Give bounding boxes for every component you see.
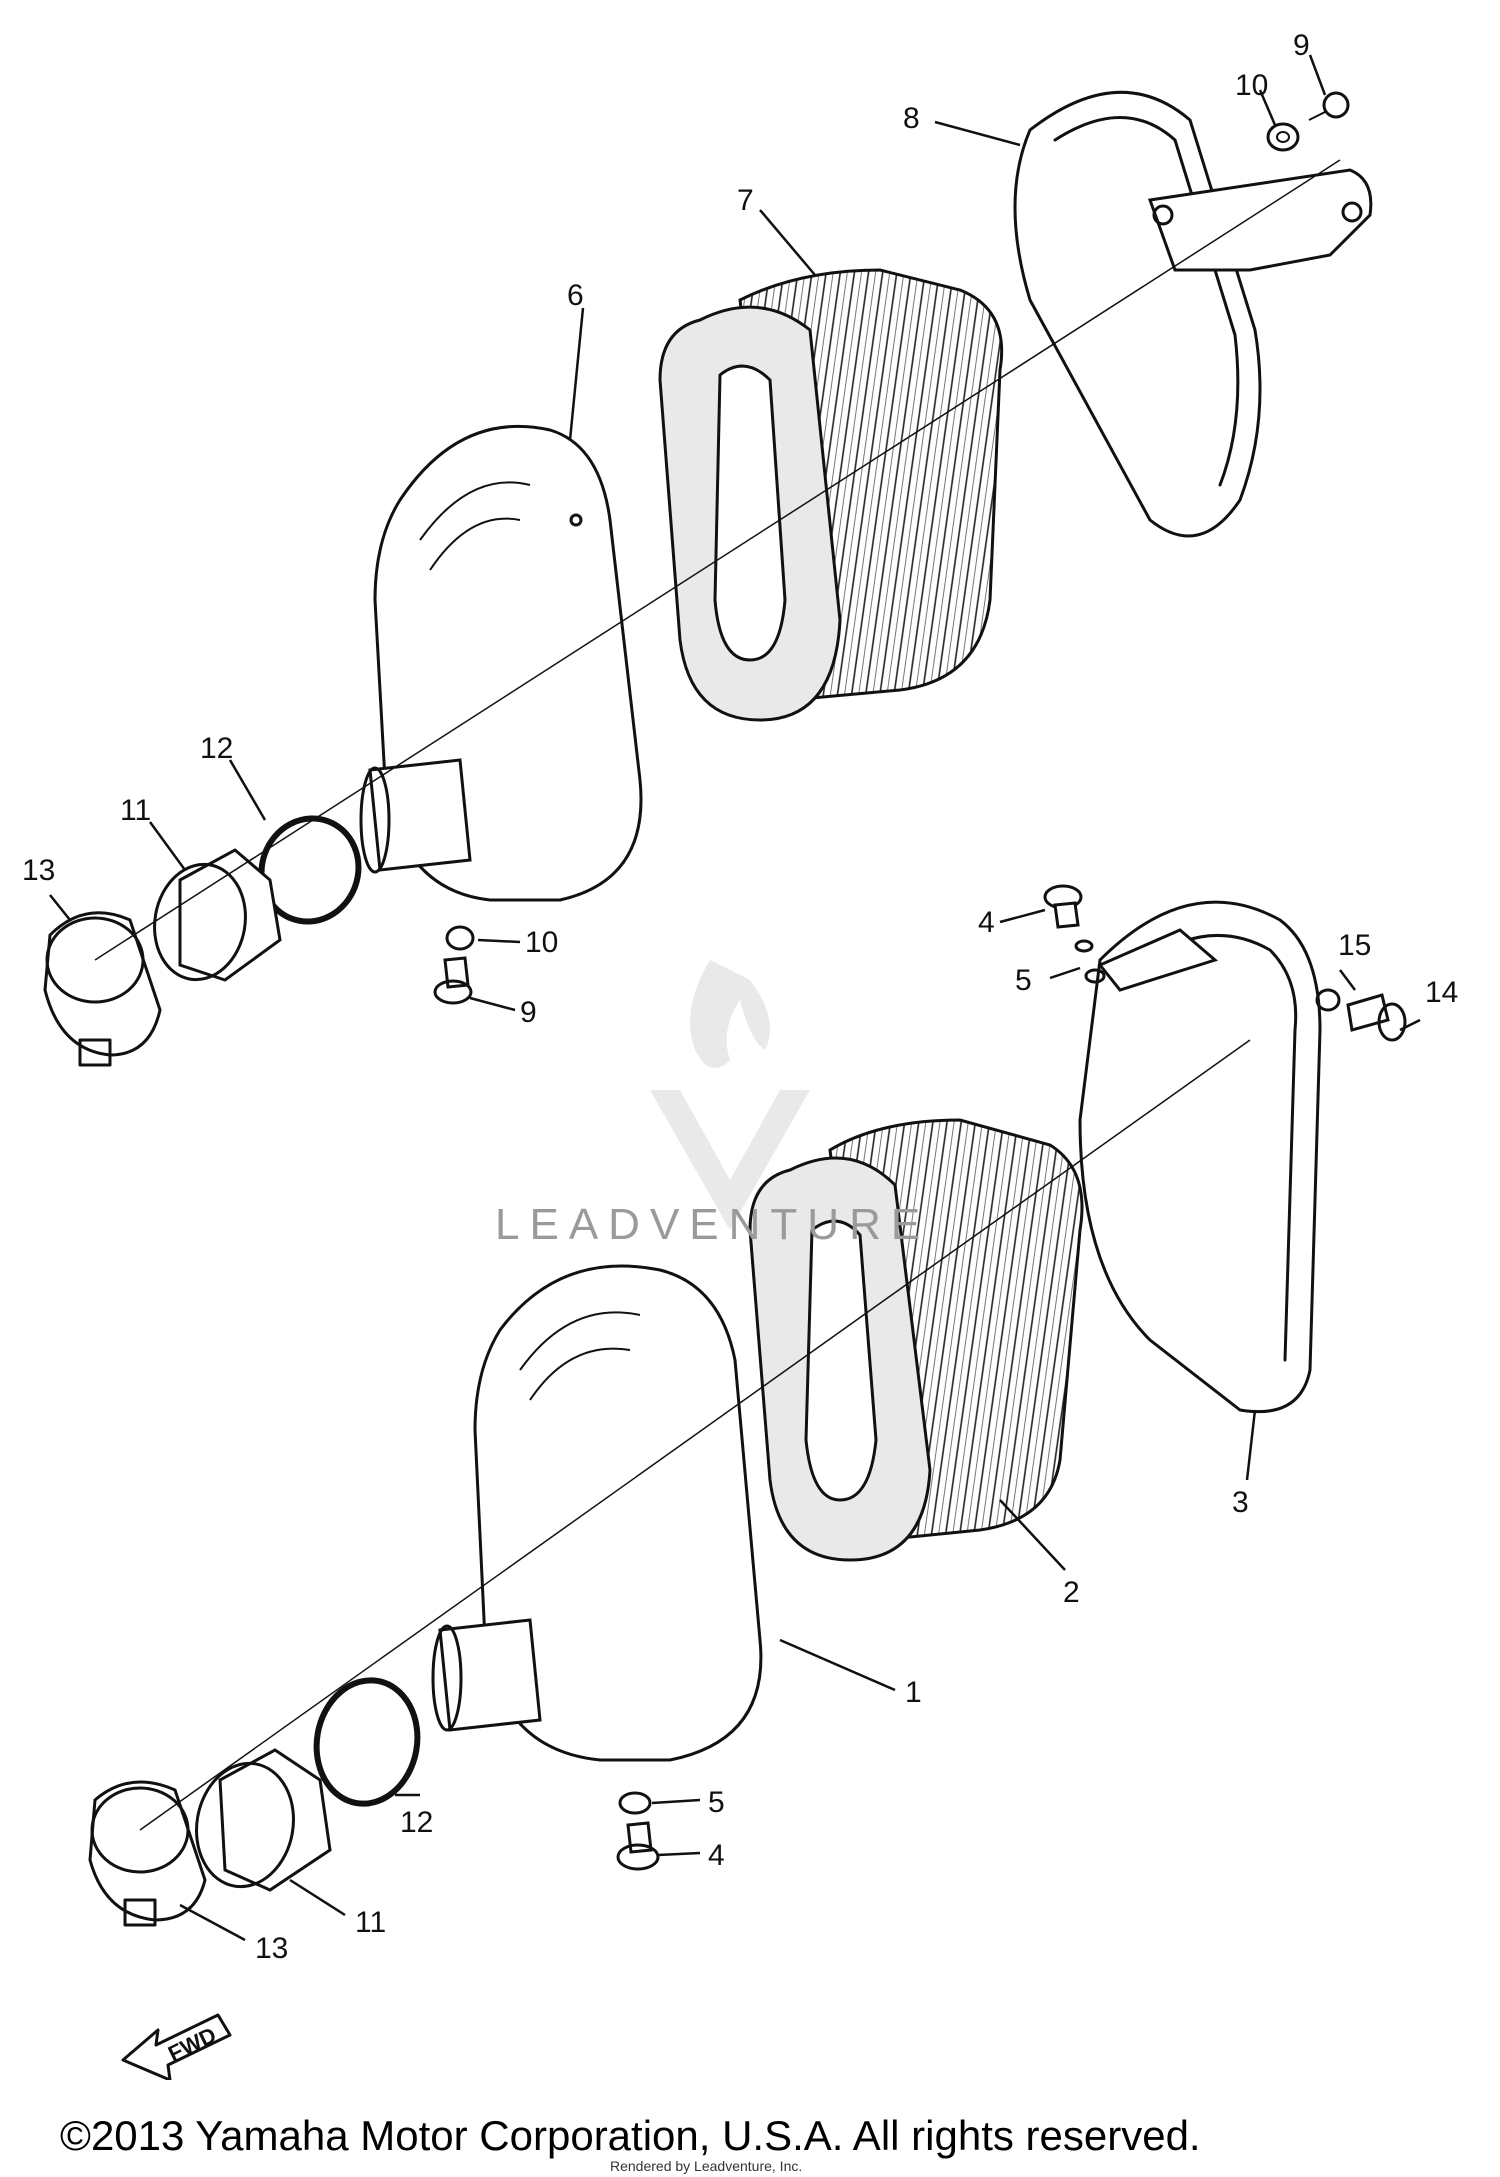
cover-plate-lower: [1078, 900, 1322, 1414]
washer-right: [1315, 988, 1341, 1012]
washer-mid-left: [445, 925, 475, 951]
callout-1: 1: [905, 1676, 922, 1709]
clamp-upper: [43, 911, 162, 1067]
callout-14: 14: [1425, 976, 1458, 1009]
callout-2: 2: [1063, 1576, 1080, 1609]
filter-element-upper: [658, 268, 1004, 722]
callout-4-top: 4: [978, 906, 995, 939]
bolt-lower-center: [616, 1821, 660, 1871]
clamp-lower: [88, 1780, 207, 1927]
callout-9-mid: 9: [520, 996, 537, 1029]
air-box-housing-lower: [431, 1264, 763, 1762]
watermark-logo: [650, 960, 810, 1230]
render-credit: Rendered by Leadventure, Inc.: [610, 2158, 803, 2174]
callout-13-bot: 13: [255, 1932, 288, 1965]
washer-upper-right: [1266, 122, 1300, 152]
callout-5-top: 5: [1015, 964, 1032, 997]
callout-3: 3: [1232, 1486, 1249, 1519]
filter-element-lower: [748, 1118, 1084, 1562]
callout-10-mid: 10: [525, 926, 558, 959]
callout-7: 7: [737, 184, 754, 217]
washer-lower-center: [618, 1791, 652, 1815]
callout-15: 15: [1338, 929, 1371, 962]
callout-6: 6: [567, 279, 584, 312]
callout-8: 8: [903, 102, 920, 135]
screw-lower-right-a: [1043, 884, 1083, 929]
cover-plate-upper: [1013, 90, 1373, 538]
screw-right: [1346, 993, 1407, 1042]
callout-11-bot: 11: [355, 1906, 386, 1939]
bolt-mid-left: [433, 956, 473, 1005]
spring-washer-lower-right: [1074, 939, 1106, 984]
watermark-text: LEADVENTURE: [495, 1200, 931, 1249]
bolt-upper-right: [1308, 91, 1350, 121]
callout-9-top: 9: [1293, 29, 1310, 62]
callout-5-bot: 5: [708, 1786, 725, 1819]
callout-10-top: 10: [1235, 69, 1268, 102]
callout-12-top: 12: [200, 732, 233, 765]
callout-11-top: 11: [120, 794, 151, 827]
callout-13-top: 13: [22, 854, 55, 887]
copyright-notice: ©2013 Yamaha Motor Corporation, U.S.A. A…: [60, 2112, 1201, 2159]
air-box-housing-upper: [359, 424, 643, 902]
o-ring-upper: [258, 815, 362, 925]
callout-12-bot: 12: [400, 1806, 433, 1839]
o-ring-lower: [313, 1677, 421, 1807]
callout-labels: 9 10 8 7 6 12 11 13 10 9 4 5 15 14 3 2 1…: [22, 29, 1458, 1965]
callout-4-bot: 4: [708, 1839, 725, 1872]
joint-upper: [153, 848, 282, 982]
joint-lower: [195, 1748, 332, 1892]
forward-direction-arrow: FWD: [121, 2013, 232, 2080]
